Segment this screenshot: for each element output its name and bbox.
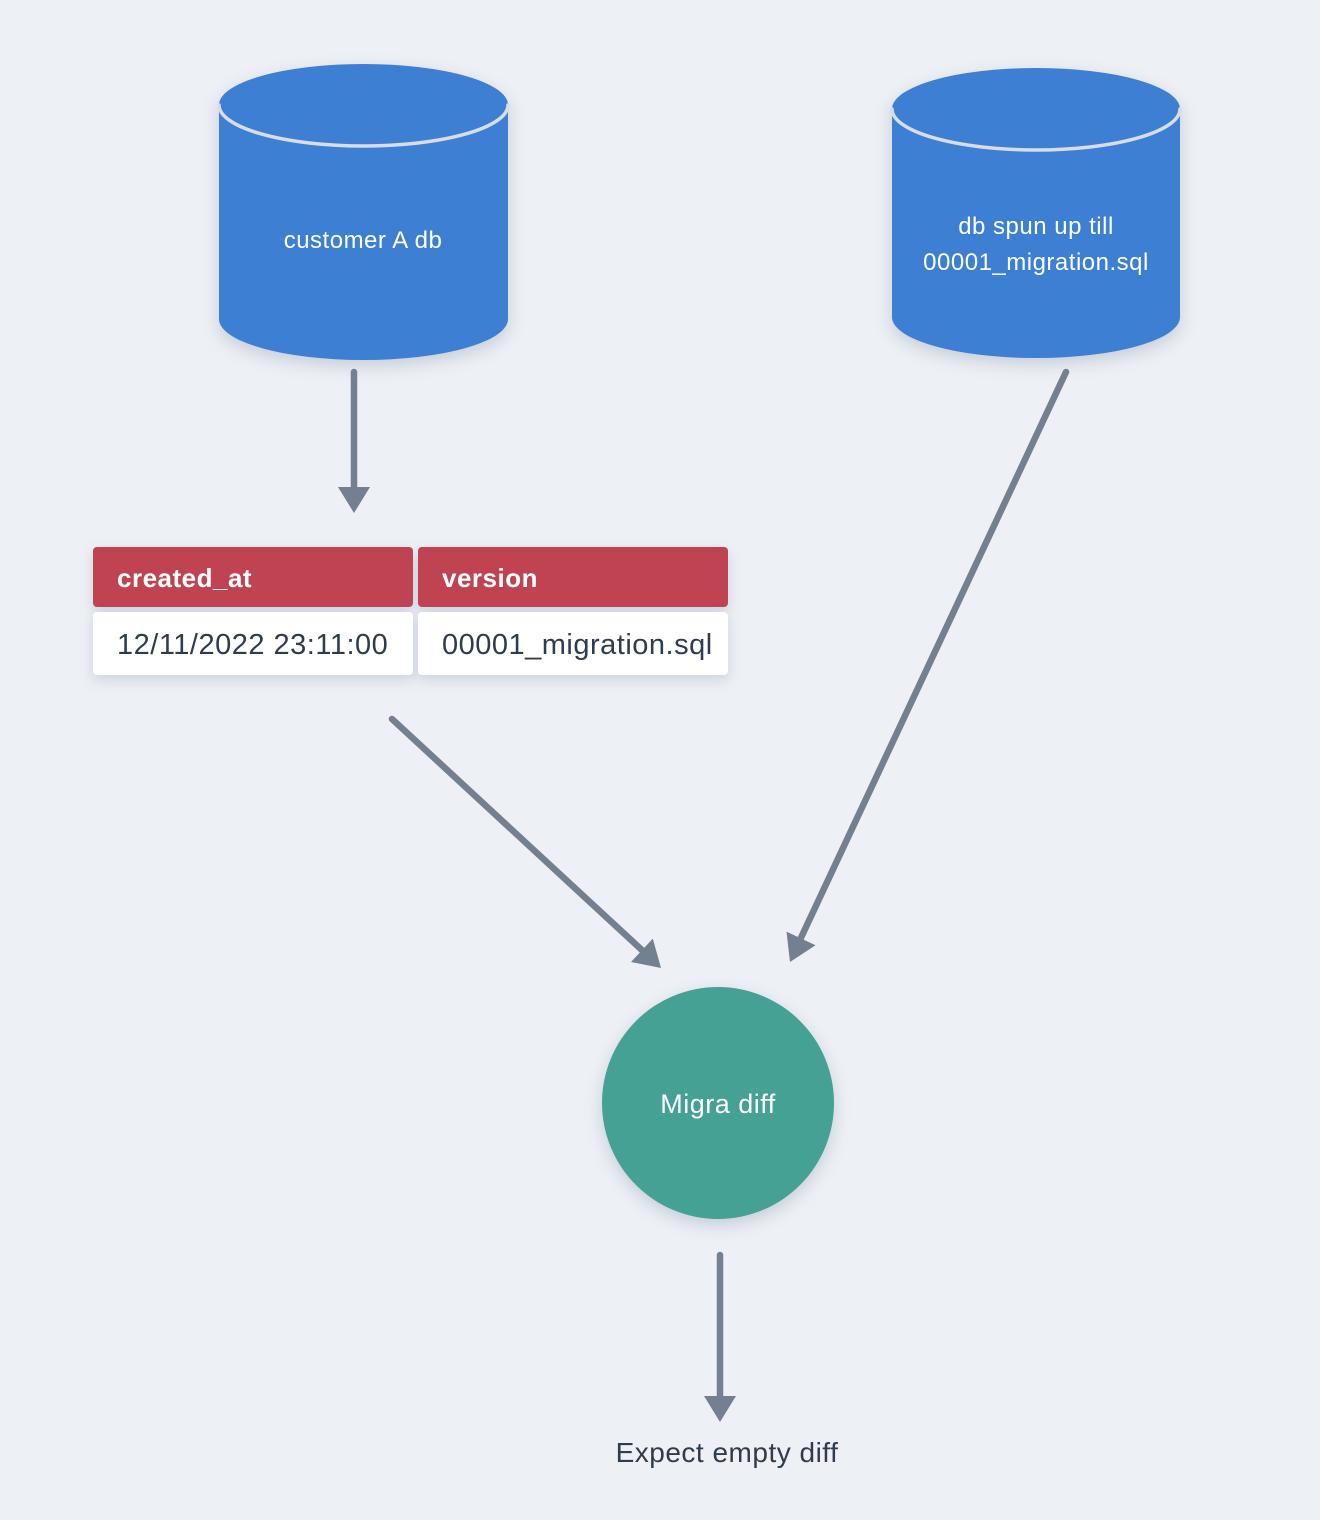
arrow-table-to-migradiff <box>388 715 661 968</box>
table-body-cell-created-at <box>93 612 413 675</box>
arrow-customerdb-to-table <box>338 368 370 513</box>
spun-up-db-label-line1: db spun up till <box>958 213 1114 240</box>
arrowhead-icon <box>631 938 661 968</box>
migra-diff-label: Migra diff <box>660 1089 776 1119</box>
cell-version-value: 00001_migration.sql <box>442 629 713 661</box>
spun-up-db-label-line2: 00001_migration.sql <box>923 249 1149 276</box>
arrowhead-icon <box>704 1396 736 1422</box>
customer-db-node: customer A db <box>217 63 510 360</box>
database-cylinder-icon <box>219 63 508 360</box>
arrowhead-icon <box>786 931 816 962</box>
cylinder-rim-line <box>890 107 1182 152</box>
arrow-spunupdb-to-migradiff <box>786 368 1070 962</box>
migrations-table: created_at version 12/11/2022 23:11:00 0… <box>93 547 728 675</box>
customer-db-label: customer A db <box>284 227 443 254</box>
table-header-cell-created-at <box>93 547 413 607</box>
database-cylinder-icon <box>892 68 1180 358</box>
arrow-shaft <box>388 715 648 956</box>
column-header-created-at: created_at <box>117 563 252 593</box>
table-body-cell-version <box>418 612 728 675</box>
expect-empty-diff-label: Expect empty diff <box>616 1437 839 1468</box>
migra-diff-circle <box>602 987 834 1219</box>
cell-created-at-value: 12/11/2022 23:11:00 <box>117 629 388 661</box>
column-header-version: version <box>442 563 538 593</box>
cylinder-rim-line <box>217 103 510 148</box>
migra-diff-node: Migra diff <box>602 987 834 1219</box>
arrow-shaft <box>795 368 1070 946</box>
spun-up-db-node: db spun up till 00001_migration.sql <box>890 68 1182 358</box>
arrowhead-icon <box>338 487 370 513</box>
arrow-migradiff-to-result <box>704 1251 736 1422</box>
table-header-cell-version <box>418 547 728 607</box>
